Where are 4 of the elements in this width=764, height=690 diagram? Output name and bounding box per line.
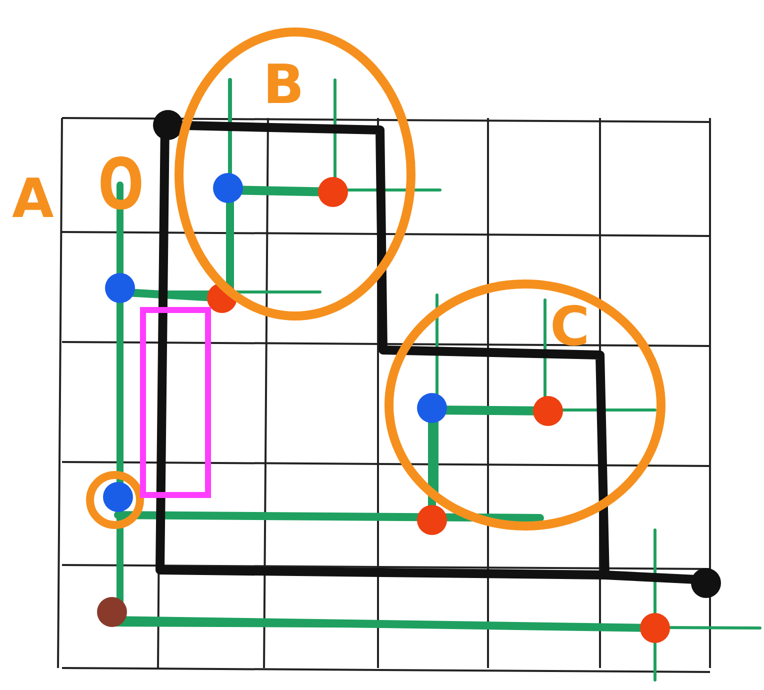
region-letter: A [12,172,54,226]
region-letter: B [263,58,304,112]
region-letter: O [98,150,144,220]
region-letter: C [550,300,590,354]
